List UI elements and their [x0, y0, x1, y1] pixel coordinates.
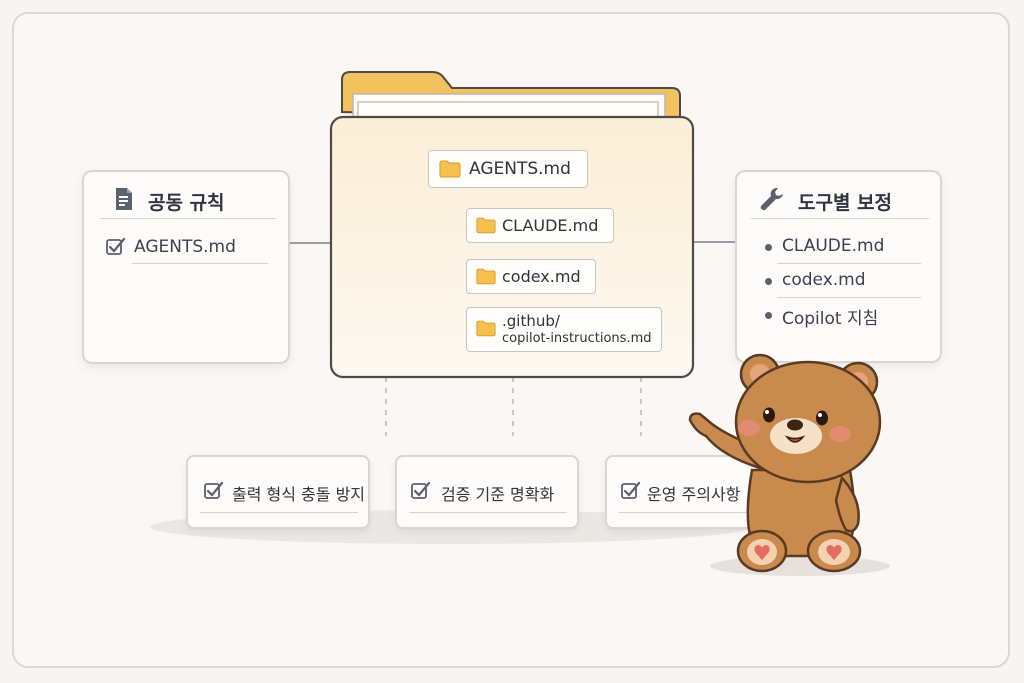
root-file-label: AGENTS.md: [469, 159, 571, 179]
check-icon: [204, 481, 224, 505]
bullet-icon: [765, 278, 772, 285]
codex-file[interactable]: codex.md: [466, 259, 596, 294]
bullet-icon: [765, 244, 772, 251]
wrench-icon: [759, 186, 785, 216]
divider: [132, 263, 268, 264]
divider: [751, 218, 929, 219]
check-icon: [411, 481, 431, 505]
output-format-card: 출력 형식 충돌 방지: [186, 455, 370, 529]
divider: [777, 297, 921, 298]
claude-file[interactable]: CLAUDE.md: [466, 208, 614, 243]
shared-rules-card: 공동 규칙 AGENTS.md: [82, 170, 290, 364]
tool-item-codex: codex.md: [782, 270, 866, 290]
github-line2: copilot-instructions.md: [502, 331, 652, 346]
shared-rules-item: AGENTS.md: [134, 237, 236, 257]
folder-icon: [476, 320, 496, 341]
divider: [777, 263, 921, 264]
output-format-label: 출력 형식 충돌 방지: [232, 485, 366, 504]
divider: [200, 512, 358, 513]
claude-file-label: CLAUDE.md: [502, 216, 599, 235]
github-copilot-file[interactable]: .github/ copilot-instructions.md: [466, 307, 662, 352]
root-agents-file[interactable]: AGENTS.md: [428, 150, 588, 188]
tool-specific-card: 도구별 보정 CLAUDE.md codex.md Copilot 지침: [735, 170, 942, 363]
folder-icon: [476, 217, 496, 238]
shared-rules-title: 공동 규칙: [148, 192, 225, 214]
bullet-icon: [765, 312, 772, 319]
folder-icon: [476, 268, 496, 289]
github-line1: .github/: [502, 312, 560, 330]
operations-label: 운영 주의사항: [647, 485, 741, 504]
check-icon: [621, 481, 641, 505]
verification-label: 검증 기준 명확화: [441, 485, 555, 504]
codex-file-label: codex.md: [502, 267, 581, 286]
folder-icon: [439, 160, 461, 182]
divider: [100, 218, 276, 219]
tool-item-copilot: Copilot 지침: [782, 309, 879, 329]
divider: [409, 512, 567, 513]
document-icon: [114, 187, 134, 215]
divider: [619, 512, 777, 513]
verification-card: 검증 기준 명확화: [395, 455, 579, 529]
check-icon: [106, 237, 126, 261]
tool-item-claude: CLAUDE.md: [782, 236, 885, 256]
tool-specific-title: 도구별 보정: [798, 192, 893, 214]
